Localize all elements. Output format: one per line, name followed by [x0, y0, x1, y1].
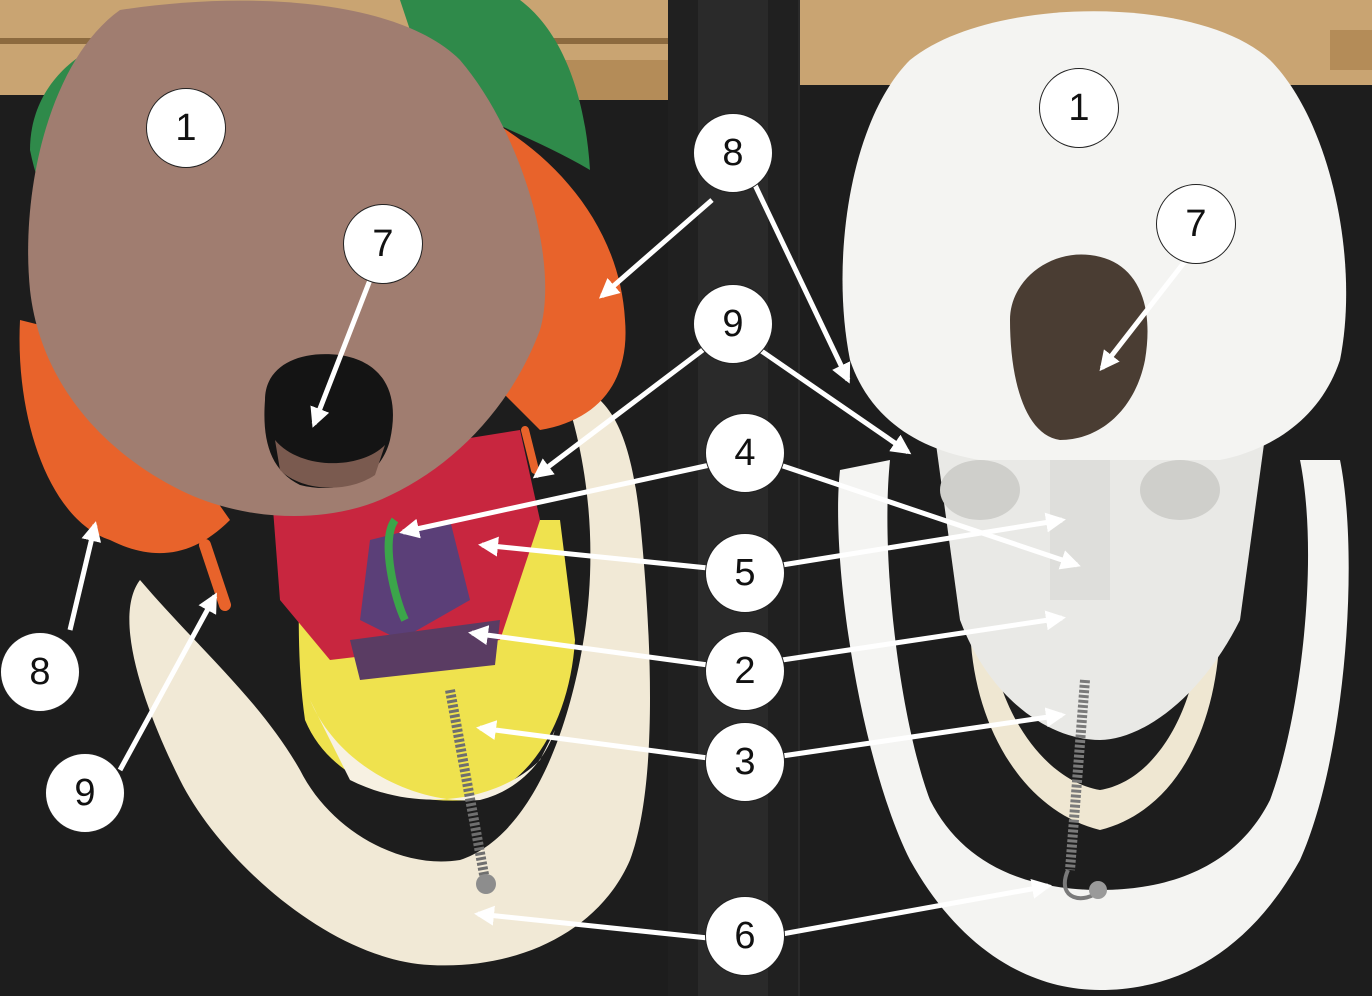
colored-skull-photo — [0, 0, 668, 996]
label-4: 4 — [705, 413, 785, 493]
label-8-left: 8 — [0, 632, 80, 712]
label-6: 6 — [705, 896, 785, 976]
label-9-left: 9 — [45, 753, 125, 833]
label-9-right: 9 — [693, 284, 773, 364]
label-7-right: 7 — [1156, 184, 1236, 264]
label-1-right: 1 — [1039, 68, 1119, 148]
label-1-left: 1 — [146, 88, 226, 168]
label-8-right: 8 — [693, 113, 773, 193]
label-3: 3 — [705, 722, 785, 802]
label-5: 5 — [705, 533, 785, 613]
label-2: 2 — [705, 631, 785, 711]
white-skull-photo — [800, 0, 1372, 996]
label-7-left: 7 — [343, 204, 423, 284]
